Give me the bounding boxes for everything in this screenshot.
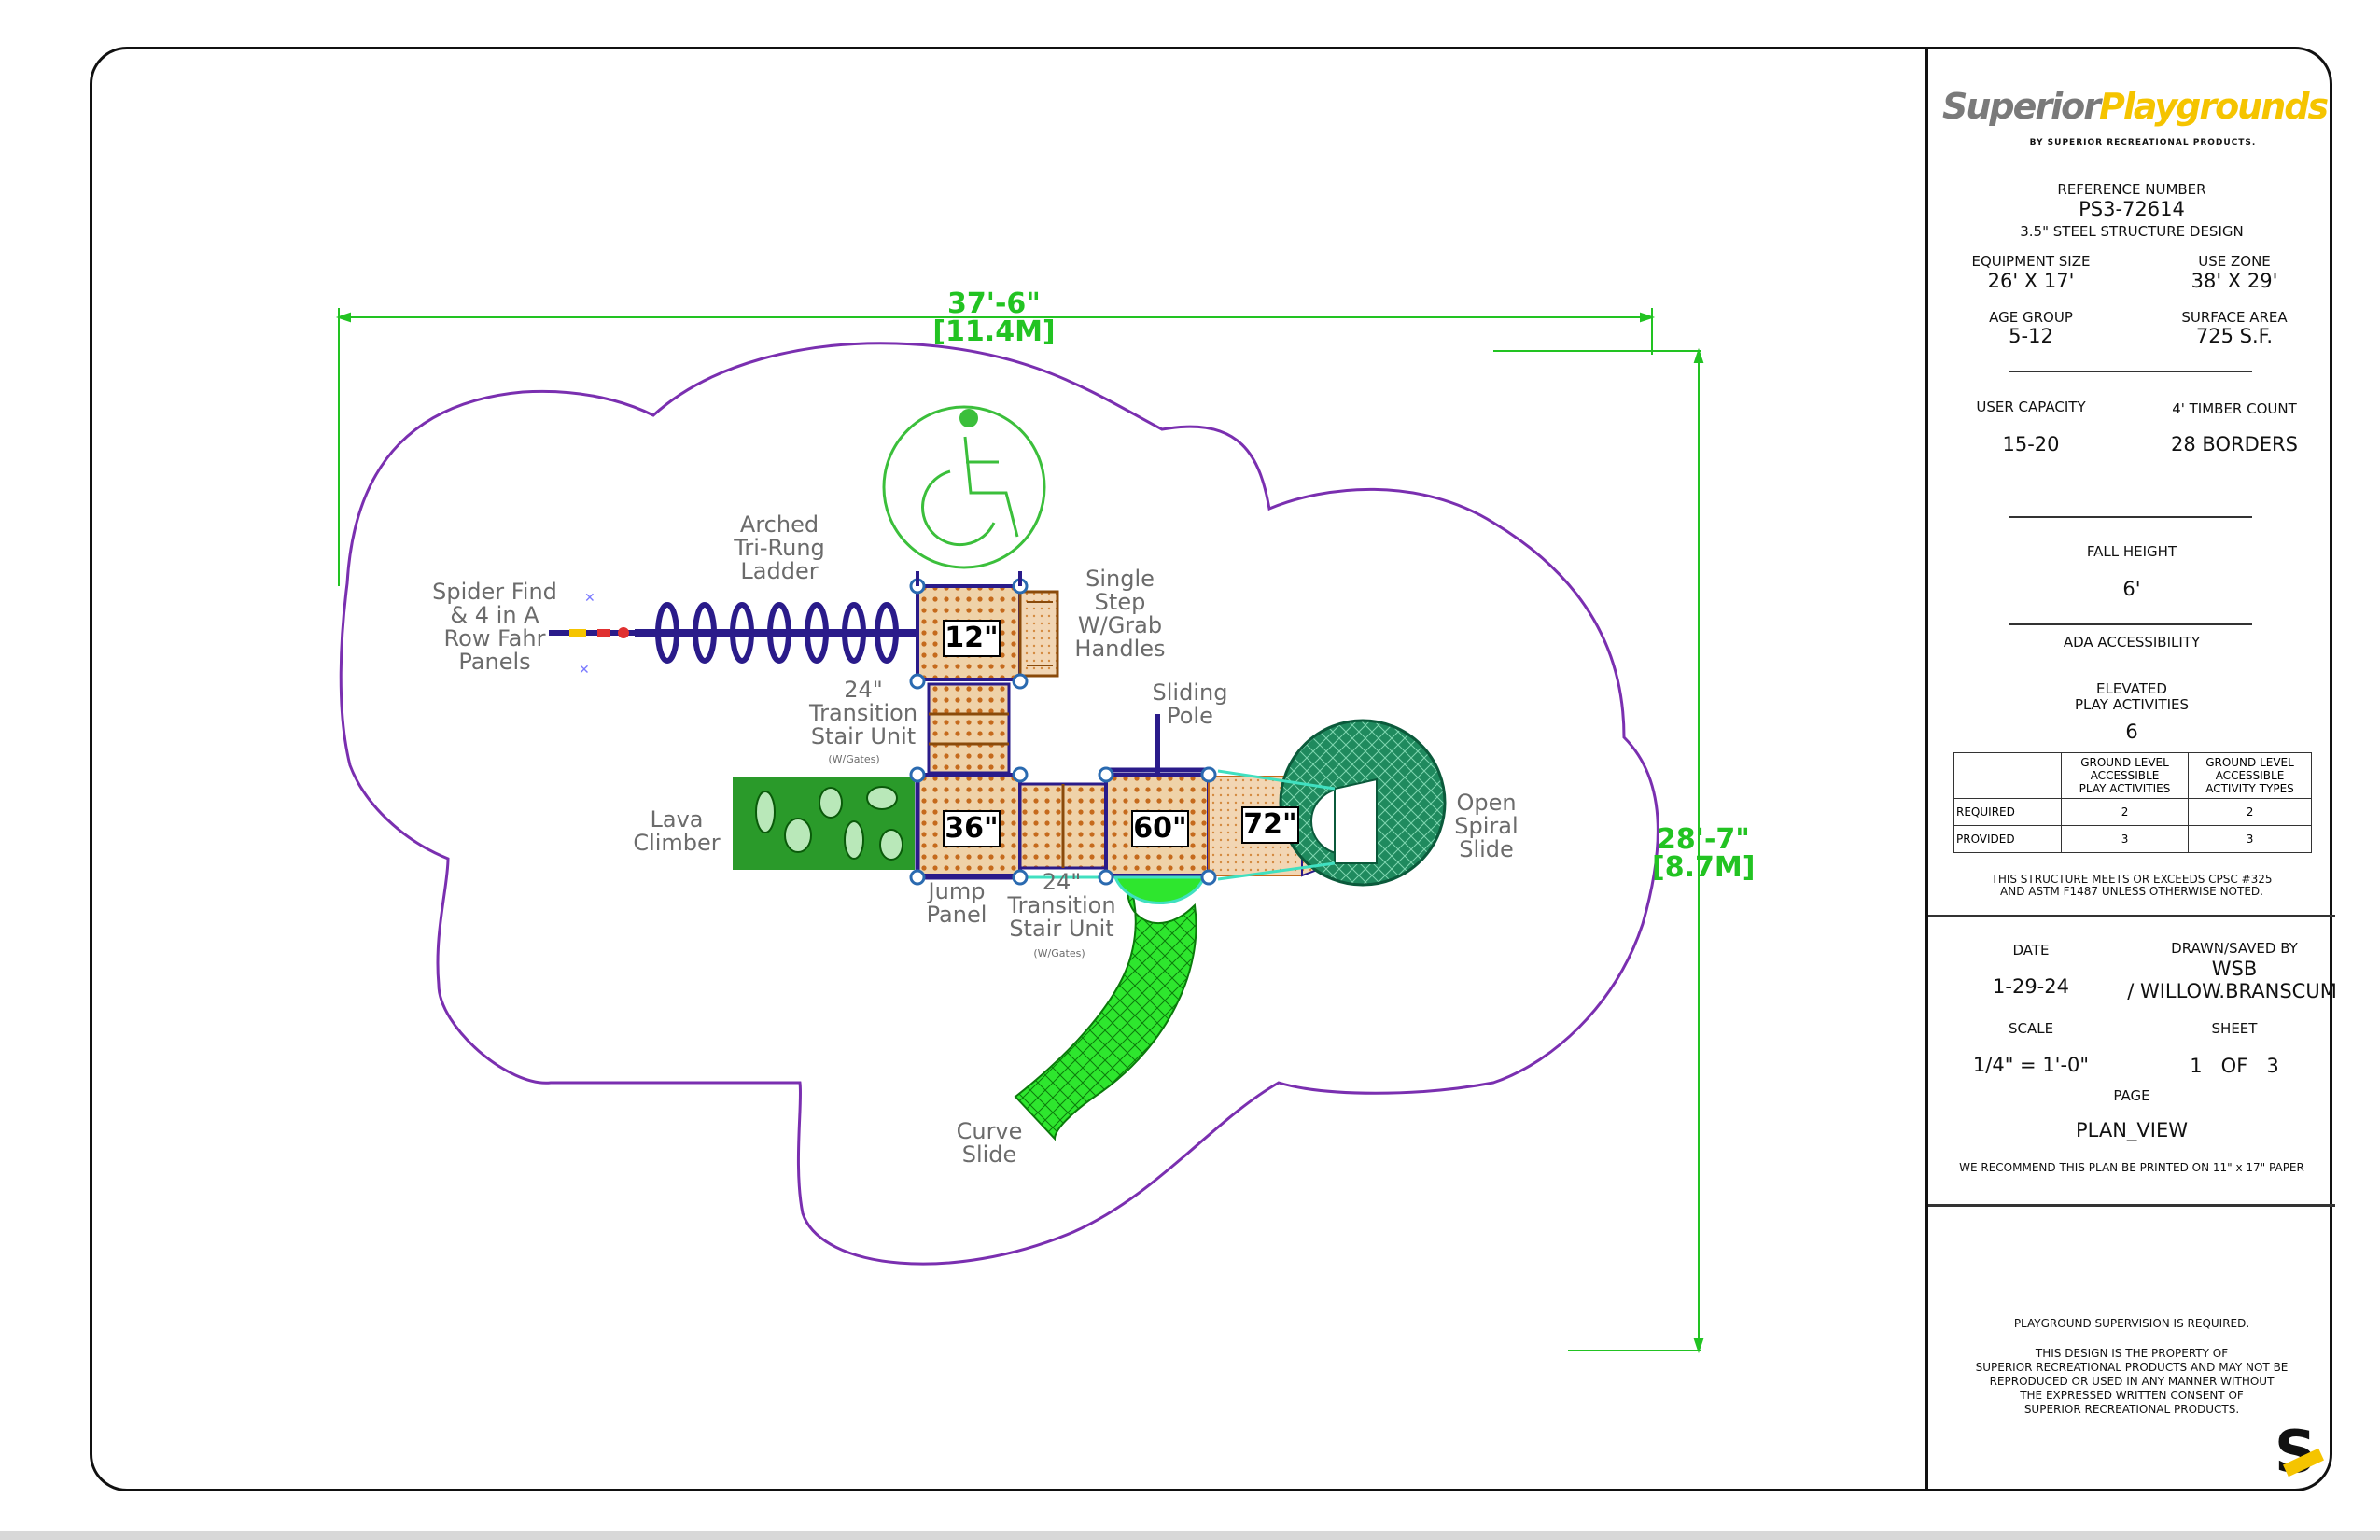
width-feet: 37'-6" [947,287,1041,320]
divider [1928,1204,2335,1207]
jump-panel-label: Jump Panel [926,878,987,928]
fall-height: 6' [2122,578,2141,600]
width-meters: [11.4M] [932,315,1056,348]
date-label: DATE [2012,942,2050,959]
page-label: PAGE [2113,1087,2150,1104]
svg-text:✕: ✕ [579,663,590,678]
user-capacity-label: USER CAPACITY [1976,399,2086,415]
use-zone: 38' X 29' [2191,270,2278,292]
table-cell: 3 [2060,825,2190,853]
s-logo-mark: S [2275,1423,2329,1481]
width-dimension [335,308,1656,586]
timber-count: 28 BORDERS [2171,433,2298,455]
table-row: REQUIRED 2 2 [1953,798,2312,826]
transition-bottom [1018,782,1108,870]
transition-bottom-label: 24" Transition Stair Unit [1007,869,1116,942]
drawing-frame [90,47,2332,1491]
single-step-label: Single Step W/Grab Handles [1074,566,1166,662]
structure-design: 3.5" STEEL STRUCTURE DESIGN [2020,223,2244,240]
deck-72-label: 72" [1241,806,1299,844]
age-group-label: AGE GROUP [1989,309,2073,326]
user-capacity: 15-20 [2002,433,2060,455]
elevated-count: 6 [2125,721,2138,743]
timber-count-label: 4' TIMBER COUNT [2172,400,2297,417]
cpsc-note: THIS STRUCTURE MEETS OR EXCEEDS CPSC #32… [1991,873,2273,898]
deck-60-label: 60" [1131,810,1189,847]
surface-area: 725 S.F. [2195,325,2274,347]
sheet-label: SHEET [2211,1020,2258,1037]
print-note: WE RECOMMEND THIS PLAN BE PRINTED ON 11"… [1959,1161,2304,1174]
title-block: SuperiorPlaygrounds BY SUPERIOR RECREATI… [1925,47,2337,1491]
spider-label: Spider Find & 4 in A Row Fahr Panels [432,579,557,675]
page-name: PLAN_VIEW [2075,1119,2188,1141]
arched-ladder [635,602,919,664]
ada-label: ADA ACCESSIBILITY [2063,634,2201,651]
deck-12-label: 12" [943,620,1001,657]
open-spiral-label: Open Spiral Slide [1454,790,1519,862]
curve-slide [1014,875,1207,1141]
drawn-by-label: DRAWN/SAVED BY [2171,940,2298,957]
supervision-note: PLAYGROUND SUPERVISION IS REQUIRED. [2013,1317,2250,1330]
depth-feet: 28'-7" [1657,823,1750,856]
surface-area-label: SURFACE AREA [2181,309,2288,326]
transition-bottom-gates: (W/Gates) [1033,947,1085,959]
table-header-row: GROUND LEVEL ACCESSIBLE PLAY ACTIVITIES … [1953,752,2312,799]
ada-table: GROUND LEVEL ACCESSIBLE PLAY ACTIVITIES … [1953,752,2312,853]
logo-tagline: BY SUPERIOR RECREATIONAL PRODUCTS. [2029,138,2257,147]
table-cell: 3 [2188,825,2312,853]
lava-climber-label: Lava Climber [633,806,721,856]
use-zone-outline [339,342,1659,1266]
reference-number: PS3-72614 [2079,198,2185,220]
drawn-by-name: / WILLOW.BRANSCUM [2127,980,2337,1002]
depth-dimension [1493,347,1704,1354]
company-logo: SuperiorPlaygrounds [1942,86,2329,127]
divider [2009,516,2252,518]
width-dimension-text: 37'-6" [11.4M] [915,290,1073,346]
table-row: PROVIDED 3 3 [1953,825,2312,853]
spider-panels: ✕ ✕ [549,591,635,678]
deck-36-label: 36" [943,810,1001,847]
fall-height-label: FALL HEIGHT [2086,543,2177,560]
equipment-size: 26' X 17' [1987,270,2075,292]
scale-label: SCALE [2008,1020,2054,1037]
sheet: 1 OF 3 [2190,1055,2279,1077]
divider [2009,371,2252,372]
lava-climber [733,777,915,870]
table-cell: PROVIDED [1953,825,2062,853]
table-cell: 2 [2060,798,2190,826]
depth-meters: [8.7M] [1652,851,1756,884]
ada-symbol [882,405,1046,569]
bottom-bar [0,1531,2380,1540]
table-header: GROUND LEVEL ACCESSIBLE ACTIVITY TYPES [2188,752,2312,799]
elevated-label: ELEVATED PLAY ACTIVITIES [2074,680,2190,713]
table-cell: 2 [2188,798,2312,826]
spiral-slide [1217,719,1447,887]
table-header: GROUND LEVEL ACCESSIBLE PLAY ACTIVITIES [2060,752,2190,799]
drawn-by-initials: WSB [2211,958,2258,980]
transition-top-gates: (W/Gates) [828,753,880,765]
reference-label: REFERENCE NUMBER [2057,181,2206,198]
table-cell: REQUIRED [1953,798,2062,826]
depth-dimension-text: 28'-7" [8.7M] [1652,826,1755,882]
age-group: 5-12 [2009,325,2053,347]
divider [2009,623,2252,625]
property-note: THIS DESIGN IS THE PROPERTY OF SUPERIOR … [1975,1347,2289,1416]
svg-text:✕: ✕ [584,591,595,606]
transition-top-label: 24" Transition Stair Unit [808,677,918,749]
divider [1928,915,2335,917]
scale: 1/4" = 1'-0" [1972,1054,2090,1076]
transition-top [927,682,1011,775]
single-step [1018,590,1059,678]
date: 1-29-24 [1993,975,2069,998]
arched-ladder-label: Arched Tri-Rung Ladder [734,511,825,584]
sliding-pole-label: Sliding Pole [1152,679,1228,729]
equipment-size-label: EQUIPMENT SIZE [1971,253,2091,270]
curve-slide-label: Curve Slide [956,1118,1023,1168]
use-zone-label: USE ZONE [2198,253,2271,270]
